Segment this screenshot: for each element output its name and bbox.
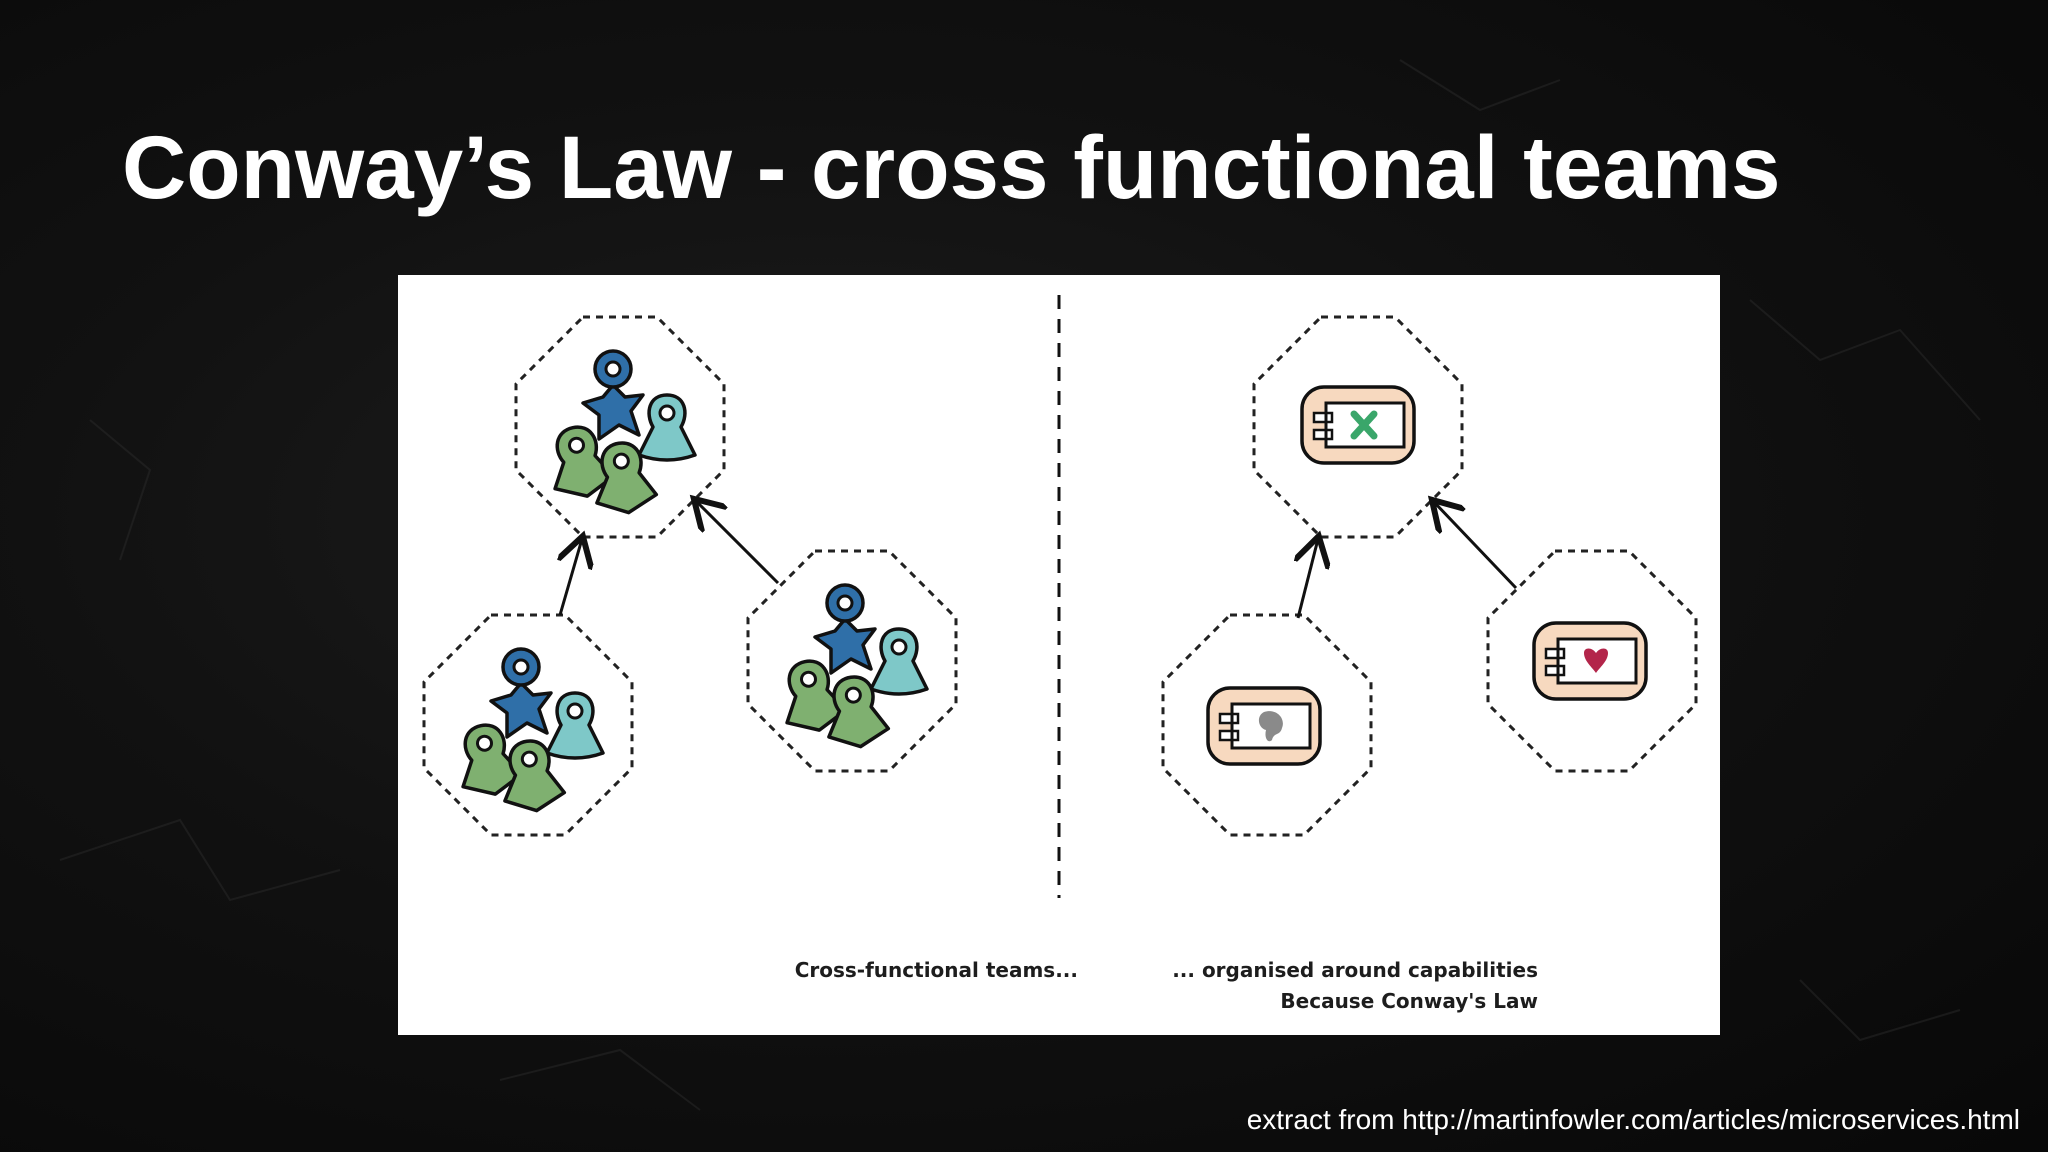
slide-title: Conway’s Law - cross functional teams	[122, 117, 1781, 217]
caption-organised-around-capabilities: ... organised around capabilities	[1172, 958, 1538, 982]
team-bottom-left	[422, 613, 634, 837]
red-heart-icon	[1584, 648, 1608, 673]
component-right	[1486, 549, 1698, 773]
gray-blob-icon	[1258, 711, 1283, 742]
team-top	[514, 315, 726, 539]
arrow-team-right-to-top	[696, 501, 780, 585]
diagram-svg	[422, 295, 1698, 898]
arrow-team-bottom-to-top	[560, 539, 582, 616]
caption-cross-functional-teams: Cross-functional teams...	[794, 958, 1078, 982]
source-note: extract from http://martinfowler.com/art…	[1246, 1104, 2020, 1135]
arrow-component-bottom-to-top	[1298, 539, 1318, 619]
green-x-icon	[1350, 410, 1378, 440]
component-bottom-left	[1161, 613, 1373, 837]
diagram-panel: Cross-functional teams... ... organised …	[398, 275, 1720, 1035]
arrow-component-right-to-top	[1434, 502, 1518, 590]
team-right	[746, 549, 958, 773]
component-top	[1252, 315, 1464, 539]
caption-because-conways-law: Because Conway's Law	[1280, 989, 1538, 1013]
